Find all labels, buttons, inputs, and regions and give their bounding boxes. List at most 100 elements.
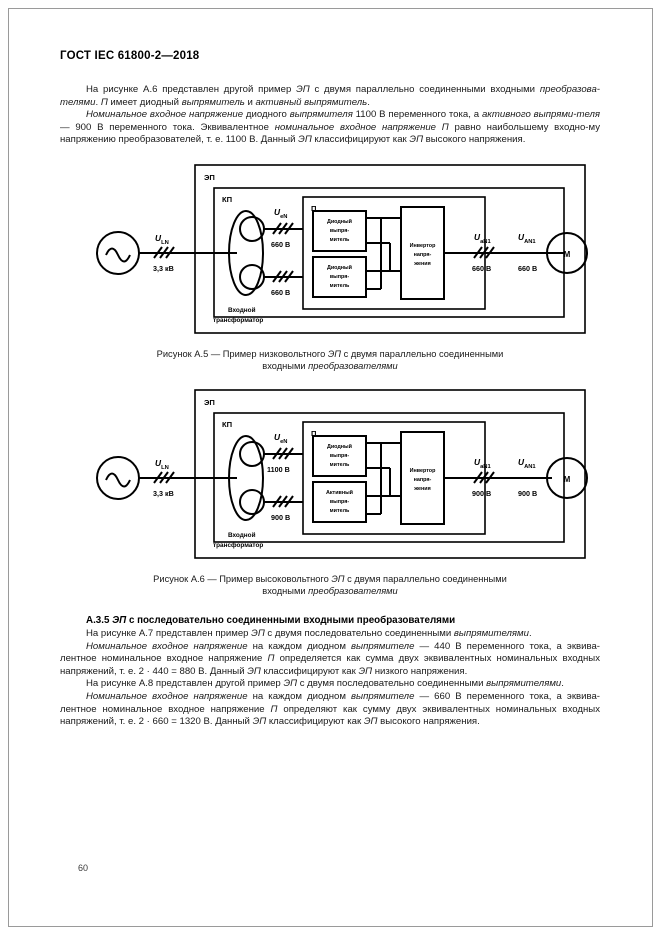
three-phase-marks-bottom: [272, 495, 294, 508]
text-run: На рисунке А.8 представлен другой пример: [86, 678, 284, 690]
caption-run: преобразователями: [308, 585, 398, 596]
text-run: определяется как сумма двух эквивалентны…: [60, 653, 600, 677]
text-run: определяют как сумму двух эквивалентных …: [60, 703, 600, 728]
caption-run: ЭП: [327, 348, 342, 359]
paragraph-intro-1: На рисунке А.6 представлен другой пример…: [60, 84, 600, 109]
label-inverter-2: напря-: [414, 477, 432, 483]
three-phase-marks-top: [272, 447, 294, 460]
text-run: активного выпрями-теля: [481, 109, 601, 121]
text-run: высокого напряжения.: [377, 716, 480, 728]
caption-run: с двумя параллельно соединенными: [344, 573, 507, 584]
label-drive-system: ЭП: [204, 398, 215, 407]
label-output-voltage-value: 660 В: [472, 264, 491, 273]
text-run: имеет диодный: [107, 96, 182, 108]
label-complete-drive: КП: [222, 420, 232, 429]
text-run: классифицируют как: [260, 665, 359, 677]
label-inverter-3: жения: [413, 486, 430, 492]
three-phase-marks-supply: [153, 471, 175, 484]
box-drive-system: [194, 164, 586, 334]
label-inverter-2: напря-: [414, 252, 432, 258]
text-run: диодного: [243, 109, 290, 121]
three-phase-marks-top: [272, 222, 294, 235]
figure-a5-caption: Рисунок А.5 — Пример низковольтного ЭП с…: [60, 348, 600, 372]
text-run: Номинальное входное напряжение: [86, 640, 248, 652]
label-inverter-1: Инвертор: [410, 243, 436, 249]
text-run: — 900 В переменного тока. Эквивалентное: [60, 121, 275, 133]
text-run: ЭП: [251, 627, 265, 639]
paragraph-a35-4: Номинальное входное напряжение на каждом…: [60, 691, 600, 729]
text-run: высокого напряжения.: [423, 134, 526, 146]
text-run: преобразова-телями: [60, 84, 600, 108]
label-tap-voltage-value-bottom: 660 В: [271, 288, 290, 297]
sine-wave-icon: [105, 472, 131, 488]
label-rectifier-top-2: выпря-: [330, 453, 350, 459]
motor-icon: [546, 456, 588, 499]
paragraph-a35-1: На рисунке А.7 представлен пример ЭП с д…: [60, 628, 600, 641]
transformer-primary-icon: [228, 434, 264, 521]
caption-run: с двумя параллельно соединенными: [341, 348, 504, 359]
text-run: .: [95, 96, 101, 108]
text-run: ЭП: [296, 84, 310, 95]
text-run: номинальное входное напряжение: [274, 121, 437, 133]
label-motor-voltage-symbol: UAN1: [518, 232, 536, 245]
rectifier-bottom-block: [312, 480, 367, 523]
text-run: .: [561, 678, 564, 690]
label-converter: П: [311, 429, 316, 438]
label-rectifier-top-3: митель: [330, 237, 350, 243]
caption-run: преобразователями: [308, 360, 398, 371]
label-complete-drive: КП: [222, 195, 232, 204]
three-phase-marks-output: [473, 471, 495, 484]
text-run: классифицируют как: [266, 716, 364, 728]
heading-run: с последовательно соединенными входными …: [126, 614, 456, 626]
text-run: выпрямителями: [486, 678, 562, 690]
heading-run: ЭП: [112, 614, 127, 626]
text-run: П: [267, 653, 275, 665]
label-transformer-line1: Входной: [228, 306, 256, 314]
label-rectifier-bottom-2: выпря-: [330, 499, 350, 505]
sine-wave-icon: [105, 247, 131, 263]
text-run: с двумя последовательно соединенными: [297, 678, 487, 690]
text-run: Номинальное входное напряжение: [86, 690, 248, 702]
dc-link-bus: [366, 216, 401, 290]
label-converter: П: [311, 204, 316, 213]
label-drive-system: ЭП: [204, 173, 215, 182]
text-run: с двумя параллельно соединенными входным…: [309, 84, 540, 95]
text-run: ЭП: [298, 134, 312, 146]
caption-run: входными: [262, 360, 309, 371]
label-rectifier-top-1: Диодный: [327, 443, 352, 450]
text-run: ЭП: [358, 665, 373, 677]
label-tap-voltage-value-top: 1100 В: [267, 465, 290, 474]
motor-icon: [546, 231, 588, 274]
label-tap-voltage-value-bottom: 900 В: [271, 513, 290, 522]
label-supply-voltage-value: 3,3 кВ: [153, 489, 174, 498]
text-run: выпрямителе: [351, 640, 415, 652]
three-phase-marks-output: [473, 246, 495, 259]
label-motor: М: [564, 250, 571, 259]
rectifier-top-block: [312, 209, 367, 252]
text-run: П: [270, 703, 278, 715]
box-drive-system: [194, 389, 586, 559]
label-tap-voltage-value-top: 660 В: [271, 240, 290, 249]
figure-a5-diagram: ЭП КП П ULN 3,3 кВ: [96, 164, 588, 334]
label-rectifier-bottom-1: Диодный: [327, 264, 352, 271]
text-run: ЭП: [252, 716, 267, 728]
text-run: и: [244, 96, 256, 108]
label-tap-voltage-symbol-top: UeN: [274, 207, 287, 220]
section-heading-a35: А.3.5 ЭП с последовательно соединенными …: [60, 615, 600, 626]
text-run: ЭП: [247, 665, 261, 677]
label-rectifier-top-2: выпря-: [330, 228, 350, 234]
label-transformer-line1: Входной: [228, 531, 256, 539]
text-run: ЭП: [409, 134, 424, 146]
label-inverter-1: Инвертор: [410, 468, 436, 474]
figure-a6-caption: Рисунок А.6 — Пример высоковольтного ЭП …: [60, 573, 600, 597]
page-number: 60: [78, 863, 89, 873]
label-transformer-line2: трансформатор: [213, 317, 263, 324]
label-rectifier-top-3: митель: [330, 462, 350, 468]
text-run: выпрямителе: [351, 690, 415, 702]
rectifier-bottom-block: [312, 255, 367, 298]
figure-a6: ЭП КП П ULN 3,3 кВ Входной: [60, 386, 600, 597]
label-supply-voltage-symbol: ULN: [155, 458, 169, 471]
three-phase-marks-supply: [153, 246, 175, 259]
rectifier-top-block: [312, 434, 367, 477]
